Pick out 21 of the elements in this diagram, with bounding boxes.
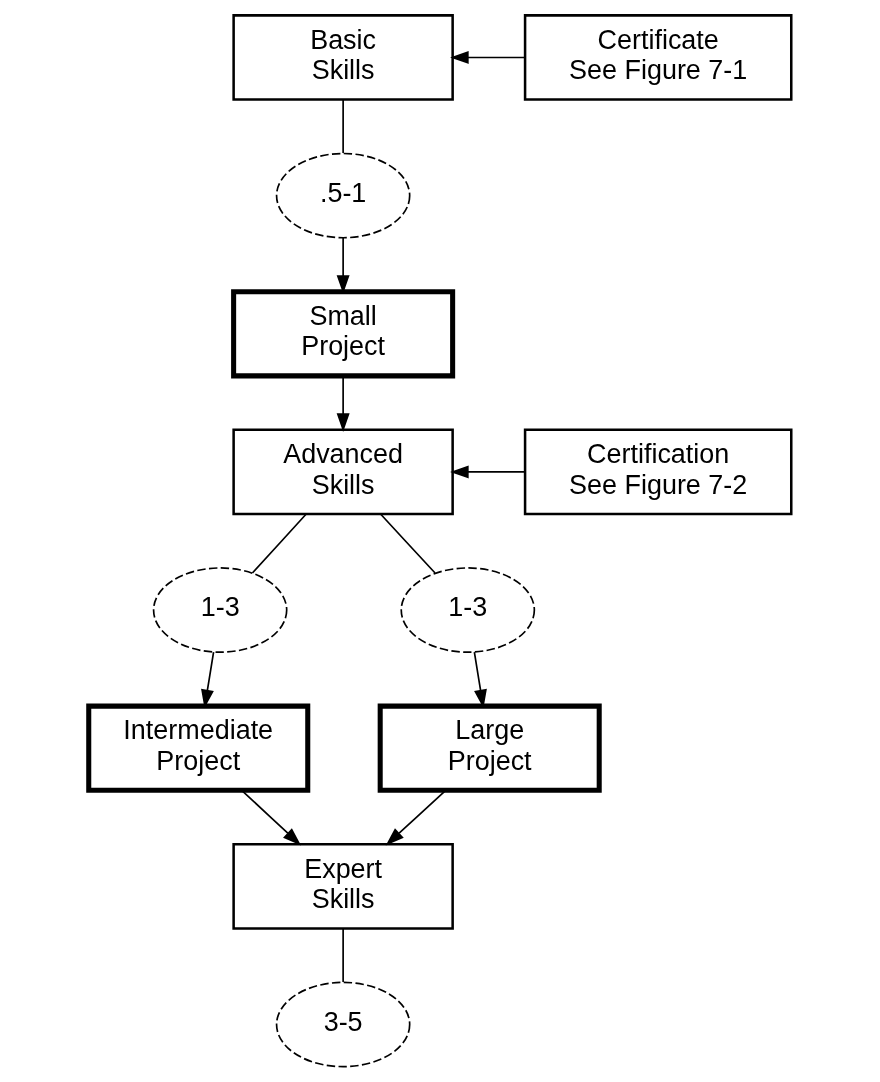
arrow <box>450 51 526 64</box>
node-box: Expert Skills <box>232 843 454 930</box>
arrow <box>336 375 350 432</box>
connector <box>342 927 344 983</box>
connector <box>251 513 308 574</box>
arrow <box>450 465 526 479</box>
node-box: Basic Skills <box>232 14 454 101</box>
node-box: Certification See Figure 7-2 <box>523 428 793 516</box>
node-ellipse: 1-3 <box>152 567 288 654</box>
node-ellipse: 3-5 <box>275 981 411 1068</box>
node-box: Small Project <box>231 289 456 379</box>
node-box: Intermediate Project <box>86 703 311 793</box>
node-ellipse: .5-1 <box>275 152 411 239</box>
arrow <box>240 789 302 846</box>
node-box: Certificate See Figure 7-1 <box>523 14 793 101</box>
connector <box>342 98 344 154</box>
connector <box>379 513 436 574</box>
node-ellipse: 1-3 <box>400 567 536 654</box>
node-box: Advanced Skills <box>232 428 454 516</box>
node-box: Large Project <box>377 703 602 793</box>
arrow <box>385 789 447 846</box>
